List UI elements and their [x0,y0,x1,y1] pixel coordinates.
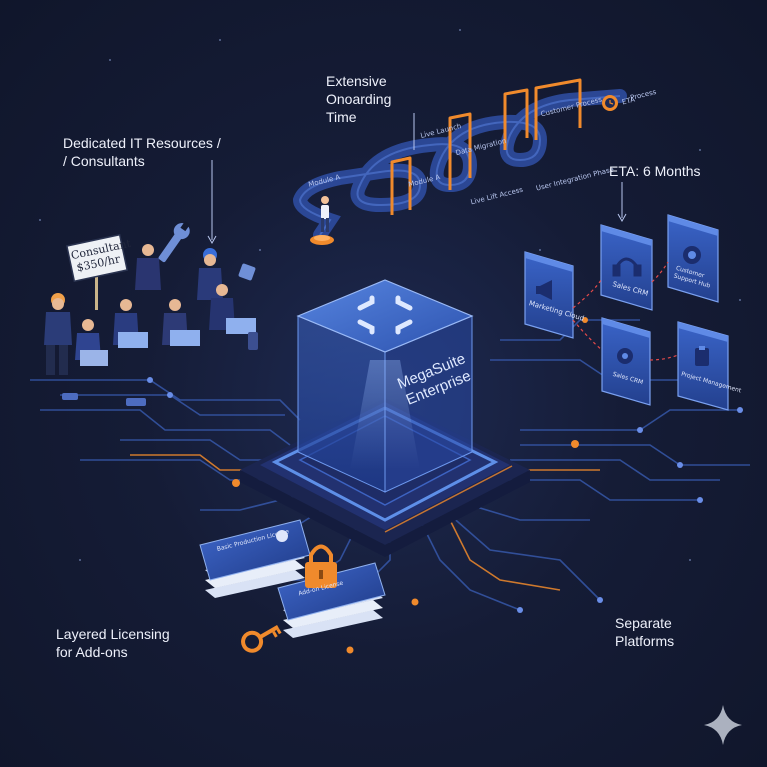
licensing-label-line2: for Add-ons [56,644,128,660]
platforms-label: Separate Platforms [615,614,674,650]
platforms-label-line1: Separate [615,615,672,631]
onboarding-label-line1: Extensive [326,73,387,89]
worker-figure [113,299,148,348]
clock-icon [602,95,618,111]
clipboard-icon [695,346,709,366]
it-resources-label-line1: Dedicated IT Resources / [63,135,221,151]
worker-figure [162,299,200,346]
licensing-label: Layered Licensing for Add-ons [56,625,170,661]
panel-sales-crm [600,224,653,311]
license-stack-1 [199,519,311,598]
support-icon [683,246,701,264]
license-stack-2 [277,562,386,638]
gate-3 [503,88,529,150]
gate-1 [390,156,412,215]
cube-logo-icon [357,295,413,335]
worker-figure [135,244,161,290]
headset-icon [612,257,642,277]
gate-2 [448,112,472,190]
worker-figure [44,293,72,375]
it-resources-label: Dedicated IT Resources / / Consultants [63,134,221,170]
it-resources-label-line2: / Consultants [63,153,145,169]
onboarding-label: Extensive Onoarding Time [326,72,391,126]
consultant-sign [65,233,129,310]
lock-icon [305,544,337,588]
wrench-icon [158,221,190,263]
eta-label: ETA: 6 Months [609,163,701,179]
gear-icon [617,348,633,364]
platforms-label-line2: Platforms [615,633,675,649]
worker-figure [75,319,108,366]
megaphone-icon [536,280,552,300]
licensing-label-line1: Layered Licensing [56,626,170,642]
onboarding-label-line3: Time [326,109,357,125]
onboarding-label-line2: Onoarding [326,91,392,107]
key-icon [241,625,282,653]
walking-person-icon [321,196,329,232]
worker-figure [209,284,256,334]
gate-4 [534,78,582,140]
